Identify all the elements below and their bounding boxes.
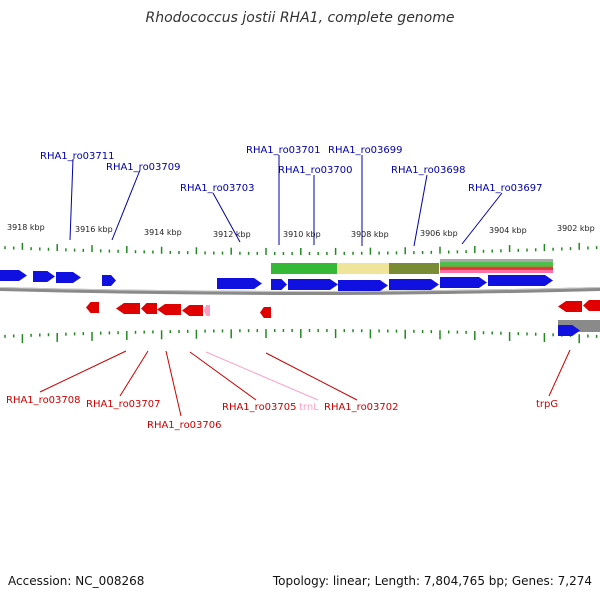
forward-gene-arrow	[271, 279, 287, 290]
reverse-label-leader	[165, 350, 182, 417]
feature-segment-green	[271, 263, 337, 274]
reverse-gene-arrow	[260, 307, 271, 318]
forward-gene-arrow	[389, 279, 439, 290]
feature-stripe-gray	[440, 259, 553, 262]
label-leaders	[39, 155, 571, 417]
forward-gene-arrow	[288, 279, 338, 290]
feature-stripe-pink	[440, 270, 553, 273]
reverse-label-leader	[119, 350, 149, 397]
reverse-gene-arrow	[157, 304, 181, 315]
gene-arrows	[0, 270, 600, 336]
genome-backbone-highlight	[0, 287, 600, 292]
forward-gene-arrow	[558, 325, 580, 336]
forward-label-leader	[111, 169, 141, 241]
forward-gene-label: RHA1_ro03711	[40, 151, 115, 162]
forward-gene-arrow	[440, 277, 487, 288]
reverse-gene-label: trpG	[536, 399, 558, 410]
scale-ticks-reverse	[4, 329, 598, 344]
reverse-gene-arrow	[116, 303, 140, 314]
reverse-gene-label: RHA1_ro03706	[147, 420, 222, 431]
scale-label: 3904 kbp	[489, 226, 527, 235]
feature-stripe-olive	[440, 265, 553, 267]
map-title: Rhodococcus jostii RHA1, complete genome	[145, 10, 455, 26]
forward-gene-label: RHA1_ro03699	[328, 145, 403, 156]
forward-gene-arrow	[338, 280, 388, 291]
scale-label: 3912 kbp	[213, 230, 251, 239]
feature-segment-olive	[389, 263, 439, 274]
feature-stripe-green	[440, 262, 553, 265]
scale-label: 3908 kbp	[351, 230, 389, 239]
genome-summary-text: Topology: linear; Length: 7,804,765 bp; …	[272, 574, 592, 588]
forward-label-leader	[212, 192, 241, 243]
scale-ticks-forward	[4, 242, 598, 255]
reverse-gene-arrow	[583, 300, 600, 311]
reverse-gene-arrow	[141, 303, 157, 314]
forward-gene-label: RHA1_ro03697	[468, 183, 543, 194]
scale-label: 3914 kbp	[144, 228, 182, 237]
feature-segment-yellow	[337, 263, 389, 274]
scale-label: 3916 kbp	[75, 225, 113, 234]
forward-gene-arrow	[33, 271, 55, 282]
reverse-gene-label: trnL	[299, 402, 319, 413]
forward-label-leader	[461, 192, 503, 245]
reverse-gene-label: RHA1_ro03705	[222, 402, 297, 413]
forward-gene-arrow	[217, 278, 262, 289]
gene-labels: RHA1_ro03711RHA1_ro03709RHA1_ro03703RHA1…	[6, 145, 558, 431]
reverse-label-leader	[548, 349, 571, 397]
scale-label: 3902 kbp	[557, 224, 595, 233]
scale-label: 3918 kbp	[7, 223, 45, 232]
reverse-gene-label: RHA1_ro03702	[324, 402, 399, 413]
reverse-gene-arrow	[86, 302, 99, 313]
reverse-label-leader	[205, 351, 319, 401]
reverse-gene-label: RHA1_ro03708	[6, 395, 81, 406]
reverse-label-leader	[189, 351, 257, 401]
forward-gene-label: RHA1_ro03709	[106, 162, 181, 173]
forward-gene-arrow	[0, 270, 27, 281]
forward-gene-label: RHA1_ro03701	[246, 145, 321, 156]
forward-gene-label: RHA1_ro03703	[180, 183, 255, 194]
reverse-gene-arrow	[558, 301, 582, 312]
forward-gene-label: RHA1_ro03700	[278, 165, 353, 176]
forward-label-leader	[413, 174, 428, 247]
forward-gene-arrow	[56, 272, 81, 283]
forward-gene-label: RHA1_ro03698	[391, 165, 466, 176]
reverse-label-leader	[265, 352, 358, 401]
feature-stripe-red	[440, 267, 553, 270]
forward-label-leader	[69, 158, 74, 241]
genome-backbone	[0, 287, 600, 295]
scale-label: 3906 kbp	[420, 229, 458, 238]
reverse-label-leader	[39, 350, 127, 393]
forward-gene-arrow	[488, 275, 553, 286]
accession-text: Accession: NC_008268	[8, 574, 145, 588]
trna-gene-arrow	[204, 305, 210, 316]
reverse-gene-label: RHA1_ro03707	[86, 399, 161, 410]
scale-label: 3910 kbp	[283, 230, 321, 239]
feature-track	[271, 259, 600, 332]
forward-gene-arrow	[102, 275, 116, 286]
scale-labels: 3918 kbp 3916 kbp 3914 kbp 3912 kbp 3910 kbp…	[7, 223, 595, 239]
reverse-gene-arrow	[182, 305, 203, 316]
